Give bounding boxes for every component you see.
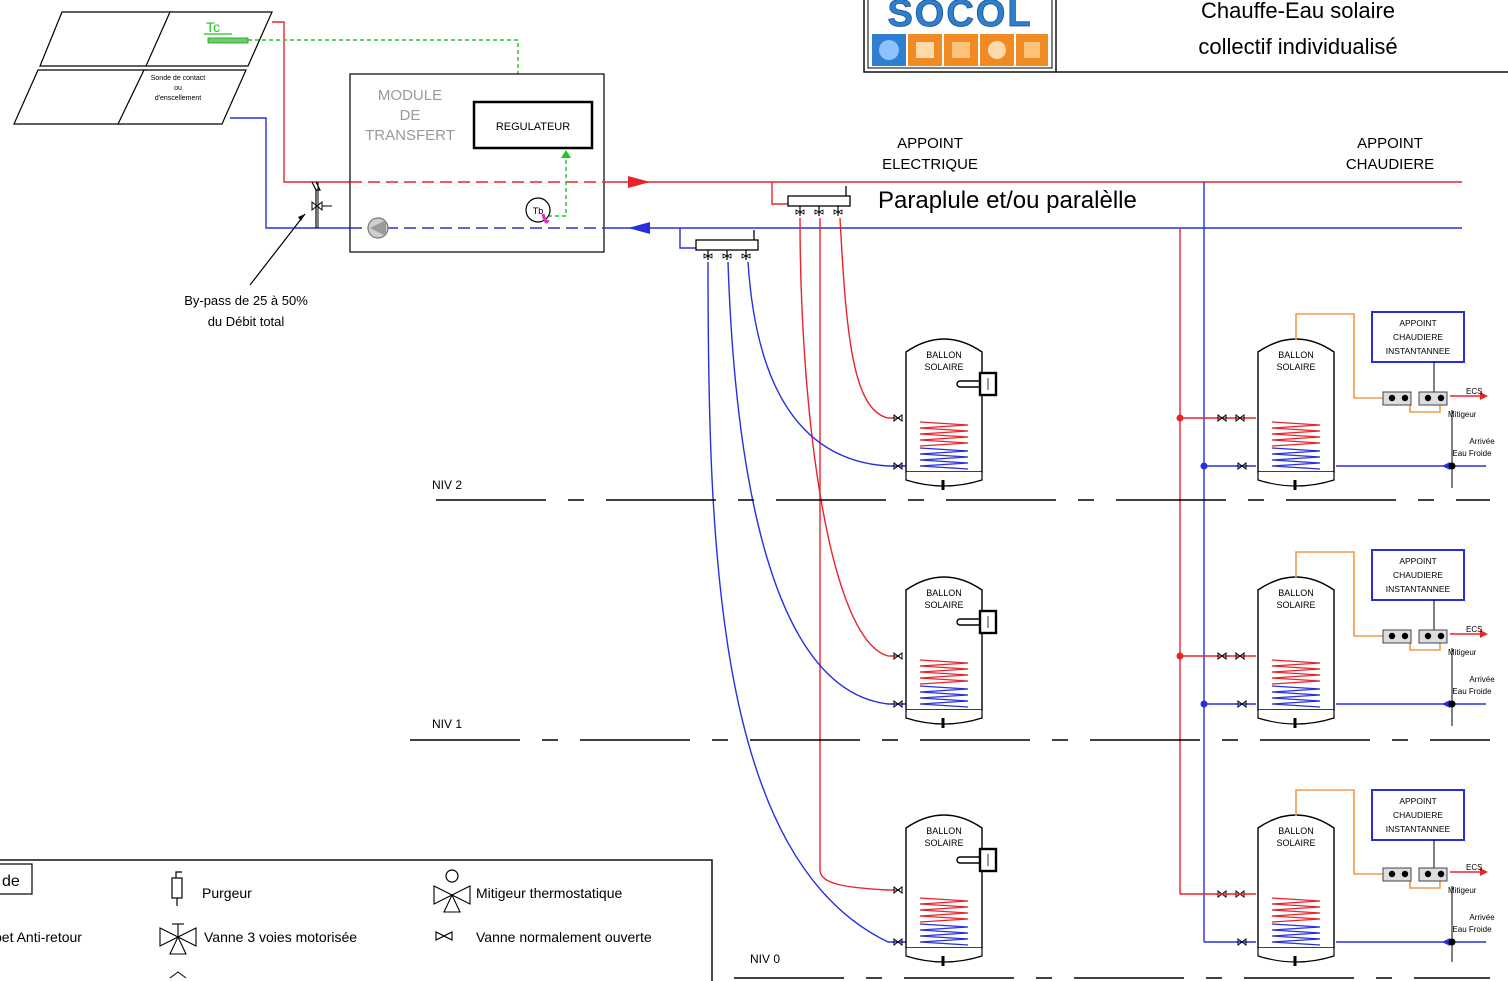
boiler-box-label-2: CHAUDIERE [1393, 810, 1443, 820]
legend-label-clapet: pet Anti-retour [0, 929, 82, 945]
cold-water-label-2: Eau Froide [1452, 687, 1492, 696]
legend-row-3-partial [169, 971, 187, 979]
bypass-label-2: du Débit total [208, 314, 285, 329]
appoint-elec-label-1: APPOINT [897, 135, 963, 152]
socol-logo-icons [872, 34, 1048, 66]
boiler-box-label-1: APPOINT [1399, 318, 1436, 328]
collector-probe-label: Tc [206, 19, 220, 35]
purgeur-icon [171, 871, 183, 906]
module-label-3: TRANSFERT [365, 127, 455, 144]
mitigeur-label: Mitigeur [1448, 886, 1477, 895]
legend-label-vanne-ouverte: Vanne normalement ouverte [476, 929, 652, 945]
tank-label-2: SOLAIRE [1276, 362, 1315, 372]
mixing-valve-icon [433, 869, 471, 913]
boiler-box-label-1: APPOINT [1399, 556, 1436, 566]
mitigeur-label: Mitigeur [1448, 410, 1477, 419]
regulator-box [472, 100, 594, 150]
sensor-label-1: Sonde de contact [151, 75, 206, 82]
tank-label-2: SOLAIRE [924, 362, 963, 372]
legend-title: de [2, 873, 20, 890]
cold-water-label-1: Arrivée [1469, 913, 1495, 922]
electric-tank-level-1: BALLON SOLAIRE [888, 575, 998, 730]
transfer-module: MODULE DE TRANSFERT REGULATEUR Tb [349, 73, 605, 253]
solar-collector-panels [13, 11, 273, 125]
sensor-label-2: ou [174, 85, 182, 92]
level-label-2: NIV 2 [432, 478, 462, 492]
boiler-box-label-3: INSTANTANNEE [1386, 584, 1451, 594]
bypass-pointer [249, 213, 306, 286]
tank-label-1: BALLON [1278, 350, 1314, 360]
electric-tank-level-2: BALLON SOLAIRE [888, 337, 998, 492]
module-label-2: DE [400, 107, 421, 124]
tank-label-2: SOLAIRE [1276, 838, 1315, 848]
tank-label-1: BALLON [926, 588, 962, 598]
boiler-box-label-2: CHAUDIERE [1393, 332, 1443, 342]
ecs-label: ECS [1466, 863, 1482, 872]
boiler-box-label-1: APPOINT [1399, 796, 1436, 806]
tank-label-2: SOLAIRE [924, 600, 963, 610]
three-way-valve-icon [159, 923, 197, 955]
legend-label-purgeur: Purgeur [202, 885, 252, 901]
socol-logo-text: SOCOL [887, 0, 1032, 35]
mitigeur-label: Mitigeur [1448, 648, 1477, 657]
boiler-tank-level-1: BALLON SOLAIRE APPOINT CHAUDIERE INSTANT… [1176, 549, 1495, 730]
module-label-1: MODULE [378, 87, 442, 104]
module-probe-label: Tb [533, 206, 544, 216]
cold-water-label-2: Eau Froide [1452, 449, 1492, 458]
tank-label-1: BALLON [1278, 826, 1314, 836]
appoint-elec-label-2: ELECTRIQUE [882, 156, 978, 173]
collector-probe-icon [207, 37, 249, 44]
configuration-label: Paraplule et/ou paralèlle [878, 187, 1137, 214]
appoint-chaud-label-1: APPOINT [1357, 135, 1423, 152]
header-title-1: Chauffe-Eau solaire [1201, 0, 1395, 23]
boiler-box-label-3: INSTANTANNEE [1386, 346, 1451, 356]
ecs-label: ECS [1466, 387, 1482, 396]
cold-water-label-1: Arrivée [1469, 675, 1495, 684]
tank-label-2: SOLAIRE [1276, 600, 1315, 610]
cold-water-label-2: Eau Froide [1452, 925, 1492, 934]
boiler-box-label-2: CHAUDIERE [1393, 570, 1443, 580]
header-title-2: collectif individualisé [1198, 34, 1397, 59]
boiler-tank-level-2: BALLON SOLAIRE APPOINT CHAUDIERE INSTANT… [1176, 311, 1495, 492]
tank-label-1: BALLON [926, 826, 962, 836]
regulator-label: REGULATEUR [496, 121, 570, 133]
open-valve-icon [435, 931, 453, 941]
cold-water-label-1: Arrivée [1469, 437, 1495, 446]
tank-label-1: BALLON [1278, 588, 1314, 598]
tank-label-1: BALLON [926, 350, 962, 360]
bypass-label-1: By-pass de 25 à 50% [184, 293, 308, 308]
legend-box [0, 859, 713, 981]
legend-label-mitigeur: Mitigeur thermostatique [476, 885, 623, 901]
level-label-0: NIV 0 [750, 952, 780, 966]
ecs-label: ECS [1466, 625, 1482, 634]
boiler-tank-level-0: BALLON SOLAIRE APPOINT CHAUDIERE INSTANT… [1204, 789, 1495, 968]
legend-label-vanne-3-voies: Vanne 3 voies motorisée [204, 929, 357, 945]
boiler-box-label-3: INSTANTANNEE [1386, 824, 1451, 834]
appoint-chaud-label-2: CHAUDIERE [1346, 156, 1434, 173]
sensor-label-3: d'enscellement [155, 95, 202, 102]
electric-tank-level-0: BALLON SOLAIRE [888, 813, 998, 968]
level-label-1: NIV 1 [432, 717, 462, 731]
tank-label-2: SOLAIRE [924, 838, 963, 848]
